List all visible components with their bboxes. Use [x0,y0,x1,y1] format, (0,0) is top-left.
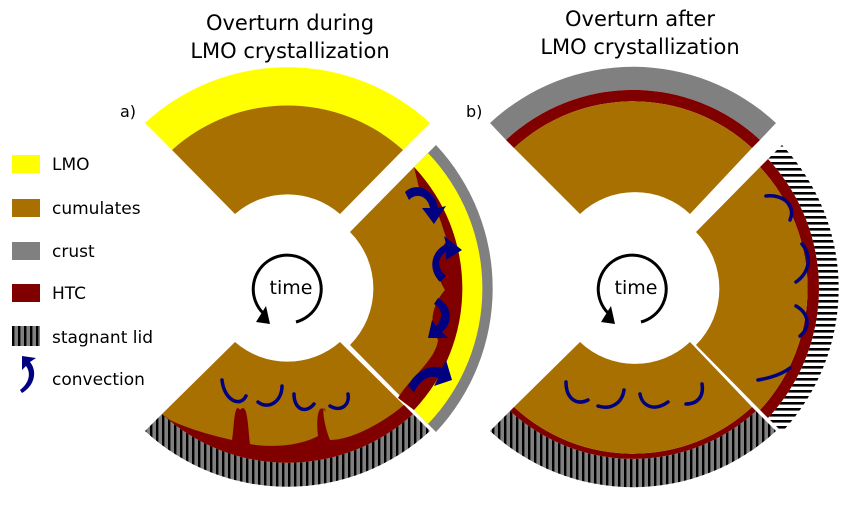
cycle-arrow-icon [596,253,668,324]
stagnant-lid-layer [768,145,839,432]
panel-b-letter: b) [466,102,482,121]
cumulates-swatch [12,199,40,217]
panel-a-right-sector [350,145,493,432]
convection-arrow-icon [408,360,452,392]
cumulates-region [162,342,413,463]
arrowhead-icon [256,306,270,324]
stagnant-lid-layer [145,414,430,487]
convection-arrow-icon [292,392,316,412]
convection-arrow-icon [794,304,809,338]
convection-arrow-icon [328,392,350,411]
convection-arrows [220,378,350,412]
time-label: time [615,277,658,299]
convection-arrow-icon [432,236,462,282]
convection-arrow-icon [220,378,248,404]
legend-label: convection [52,370,145,390]
arrowhead-icon [601,306,615,324]
legend-label: crust [52,242,95,262]
lmo-swatch [12,155,40,173]
convection-arrows [405,187,462,392]
panel-a: time [145,67,493,487]
crust-swatch [12,242,40,260]
legend-label: HTC [52,284,86,304]
legend-label: stagnant lid [52,328,153,348]
svg-text:LMO crystallization: LMO crystallization [190,39,389,63]
convection-arrow-icon [756,366,792,382]
convection-arrow-icon [794,242,810,284]
htc-layer [398,167,463,410]
legend-label: LMO [52,155,90,175]
legend-item-convection: convection [20,356,145,393]
lmo-layer [414,153,483,424]
convection-arrow-icon [596,388,626,409]
svg-text:Overturn during: Overturn during [206,11,374,35]
htc-layer [506,89,760,148]
convection-arrows [564,380,705,409]
convection-arrow-icon [256,384,284,407]
panel-a-top-sector [145,67,430,214]
panel-b-bottom-sector [490,342,776,488]
cumulates-region [514,342,752,454]
crust-layer [415,145,493,432]
time-cycle: time [251,253,323,324]
htc-layer [510,407,756,459]
legend-item-lmo: LMO [12,155,90,175]
lmo-layer [145,67,430,150]
cycle-arrow-icon [251,253,323,324]
time-cycle: time [596,253,668,324]
htc-layer [760,159,819,418]
stagnant-lid-layer [490,411,776,488]
cumulates-region [350,167,463,410]
panel-a-title: Overturn during LMO crystallization [190,11,389,63]
convection-arrows [756,194,810,382]
panel-a-bottom-sector [145,342,430,487]
legend-item-cumulates: cumulates [12,199,141,219]
htc-layer [162,405,413,463]
legend-label: cumulates [52,199,141,219]
cumulates-region [696,167,808,410]
convection-arrow-icon [405,187,446,224]
cumulates-region [514,101,752,214]
svg-text:LMO crystallization: LMO crystallization [540,35,739,59]
panel-b-title: Overturn after LMO crystallization [540,7,739,59]
legend: LMO cumulates crust HTC stagnant lid con… [12,155,153,393]
convection-arrow-icon [564,380,590,404]
panel-b-top-sector [490,66,776,214]
convection-arrow-icon [684,382,705,406]
legend-item-htc: HTC [12,284,86,304]
panel-b-right-sector [696,145,839,432]
panel-a-letter: a) [120,102,136,121]
panel-b: time [490,66,839,488]
cumulates-region [172,105,403,214]
legend-item-crust: crust [12,242,95,262]
convection-arrow-icon [638,392,670,409]
htc-swatch [12,284,40,302]
time-label: time [270,277,313,299]
legend-item-stagnant-lid: stagnant lid [12,326,153,348]
convection-arrow-icon [764,194,794,222]
crust-layer [490,66,776,140]
svg-text:Overturn after: Overturn after [565,7,715,31]
stagnant-lid-swatch [12,326,40,346]
convection-arrow-icon [428,298,450,338]
convection-arrow-icon [20,356,36,393]
